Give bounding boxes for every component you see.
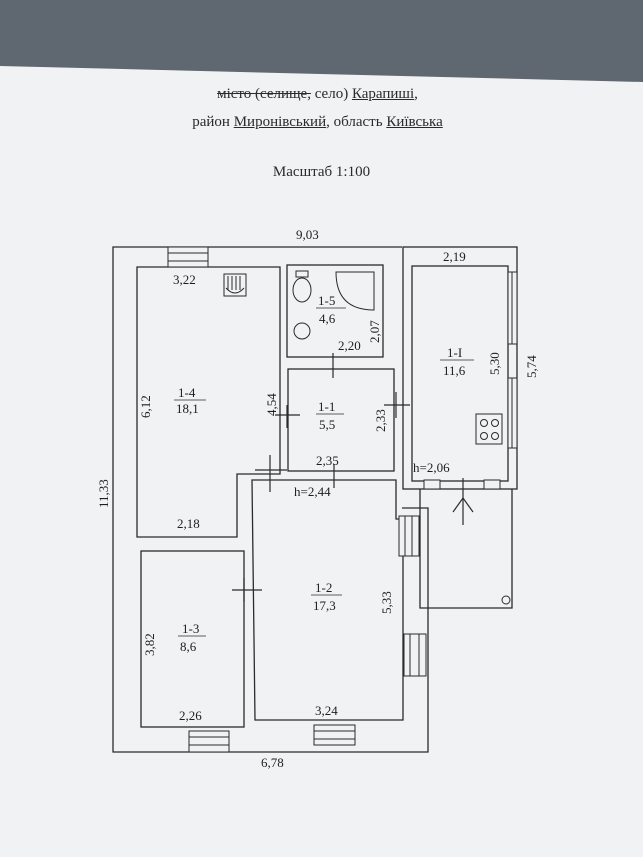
window-right-lower [403, 633, 427, 677]
window-bottom-center [313, 724, 356, 746]
header-comma: , [414, 86, 418, 102]
kitchen-inner-wall [411, 265, 509, 482]
room-1-5-wall [286, 264, 384, 358]
dim-bottom-width: 6,78 [261, 755, 284, 770]
plan-labels: 9,03 11,33 6,78 3,22 6,12 2,18 1-4 18,1 … [96, 227, 539, 770]
header-region-name: Київська [386, 114, 443, 130]
sink-icon [293, 322, 311, 340]
header-village-name: Карапиші [351, 86, 415, 102]
dim-overall-width: 9,03 [296, 227, 319, 242]
header-village-type: село) [310, 86, 352, 102]
dim-room12-bottom: 3,24 [315, 703, 338, 718]
header-struck-text: місто (селище, [217, 86, 311, 102]
header-district-prefix: район [192, 114, 234, 130]
header-region-line: район Миронівський, область Київська [0, 114, 639, 131]
room-1-1-wall [287, 368, 395, 472]
room-1-5-id: 1-5 [318, 293, 335, 308]
dim-room12-right: 5,33 [379, 591, 394, 614]
dim-room14-width: 3,22 [173, 272, 196, 287]
window-right-upper [398, 515, 420, 557]
dim-room13-width: 2,26 [179, 708, 202, 723]
dim-room11-bottom: 2,35 [316, 453, 339, 468]
plan-walls [112, 246, 518, 753]
dim-room15-width: 2,20 [338, 338, 361, 353]
paper [0, 66, 643, 857]
shower-icon [335, 271, 375, 311]
dim-room12-ceiling: h=2,44 [294, 484, 331, 499]
room-1-I-area: 11,6 [443, 363, 466, 378]
kitchen-outer-wall [402, 246, 518, 490]
room-1-1-area: 5,5 [319, 417, 335, 432]
dim-roomI-width: 2,19 [443, 249, 466, 264]
room-1-3-id: 1-3 [182, 621, 199, 636]
dim-roomI-outer: 5,74 [524, 355, 539, 378]
stove-icon [223, 273, 247, 297]
scale-label: Масштаб 1:100 [272, 164, 371, 180]
door-marks [232, 353, 410, 602]
entrance-arrow-icon [452, 478, 474, 525]
outer-wall [112, 246, 429, 753]
room-1-4-area: 18,1 [176, 401, 199, 416]
dim-room11-right: 2,33 [373, 409, 388, 432]
room-1-5-area: 4,6 [319, 311, 336, 326]
dim-overall-height: 11,33 [96, 479, 111, 508]
room-1-3-area: 8,6 [180, 639, 197, 654]
dim-room14-height: 6,12 [138, 395, 153, 418]
porch-outline [419, 489, 513, 609]
room-1-1-id: 1-1 [318, 399, 335, 414]
dim-roomI-ceiling: h=2,06 [413, 460, 450, 475]
dim-roomI-height: 5,30 [487, 352, 502, 375]
kitchen-window-bottom-right [483, 479, 501, 490]
kitchen-window-bottom-left [423, 479, 441, 490]
windows [167, 246, 518, 753]
header-region-prefix: , область [326, 114, 387, 130]
header-district-name: Миронівський [233, 114, 327, 130]
hob-icon [475, 413, 503, 445]
toilet-icon [292, 277, 312, 303]
room-1-2-area: 17,3 [313, 598, 336, 613]
dim-room11-left: 4,54 [264, 393, 279, 416]
window-bottom-left [188, 730, 230, 753]
dim-room13-height: 3,82 [142, 633, 157, 656]
window-top-left [167, 246, 209, 268]
fixtures [223, 270, 511, 605]
room-1-2-id: 1-2 [315, 580, 332, 595]
porch-post-icon [501, 595, 511, 605]
room-1-4-id: 1-4 [178, 385, 196, 400]
header-location-line: місто (селище, село) Карапиші, [0, 86, 639, 103]
dim-room15-height: 2,07 [367, 320, 382, 343]
room-1-I-id: 1-I [447, 345, 462, 360]
room-1-4-wall [136, 266, 281, 538]
room-1-3-wall [140, 550, 245, 728]
dim-room14-bottom: 2,18 [177, 516, 200, 531]
